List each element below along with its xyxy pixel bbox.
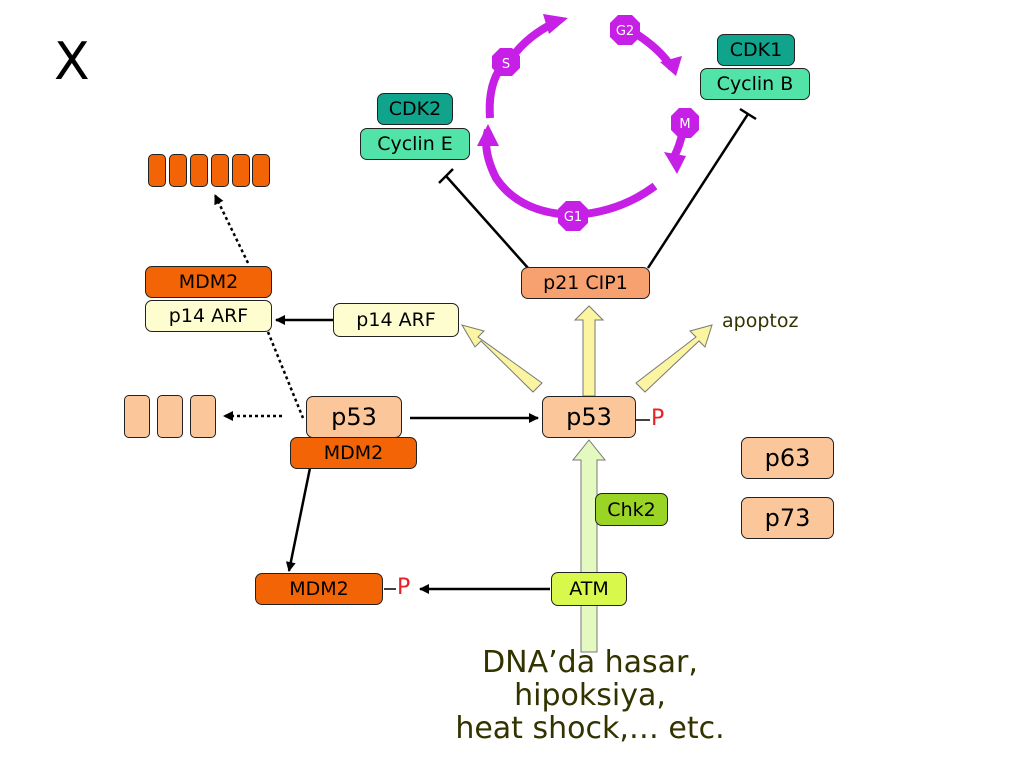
fragment [211,154,229,187]
phase-m-marker: M [671,108,699,138]
arrow-to-p21 [573,305,605,397]
chk2-box: Chk2 [595,493,668,526]
dna-damage-text: DNA’da hasar, hipoksiya, heat shock,… et… [390,646,790,745]
mdm2-bottom-box: MDM2 [255,573,383,605]
arrow-to-p14arf [460,324,543,393]
p21-cip1-box: p21 CIP1 [521,267,650,299]
dotted-arrow-to-fragments-top [213,194,250,264]
arrow-from-dna-damage [571,439,607,653]
fragment [232,154,250,187]
fragment [169,154,187,187]
atm-box: ATM [551,572,627,606]
p53-phosphate-label: P [651,406,665,431]
cycle-arrowhead-s-g2 [543,14,568,34]
fragment [252,154,270,187]
inhibit-cyclin-e-line [445,175,529,269]
cycle-arrowhead-g2-m [660,56,682,76]
cyclin-b-box: Cyclin B [700,68,810,100]
arrow-mdm2-to-mdm2p [285,467,312,572]
black-arrows [275,315,550,594]
fragment [190,154,208,187]
p14-arf-box: p14 ARF [333,303,459,337]
cdk1-box: CDK1 [717,34,795,66]
p63-box: p63 [741,437,834,479]
fragment [124,395,150,438]
p14-arf-complex-box: p14 ARF [145,300,272,332]
dna-damage-line-3: heat shock,… etc. [455,711,725,746]
phase-g1-label: G1 [564,210,582,225]
phase-g2-marker: G2 [610,15,640,45]
dotted-arrows [213,194,305,421]
dna-damage-line-1: DNA’da hasar, [482,645,698,680]
cdk2-box: CDK2 [377,93,453,125]
phase-g1-marker: G1 [558,201,588,231]
fragment [190,395,216,438]
p73-box: p73 [741,497,834,539]
slide-title-mark: X [54,32,90,92]
cycle-arc-s-upper [485,70,502,119]
mdm2-top-box: MDM2 [145,266,272,298]
arrow-to-apoptoz [635,324,713,393]
fragment [157,395,183,438]
mdm2-mid-box: MDM2 [290,437,417,469]
cycle-arc-g1-s [482,128,658,220]
mdm2-phosphate-label: P [397,575,411,600]
dotted-line-arf-to-p53 [266,331,305,419]
p53-left-box: p53 [306,396,402,438]
dna-damage-line-2: hipoksiya, [514,678,666,713]
cyclin-e-box: Cyclin E [360,128,470,160]
cycle-arrowhead-m-g1 [664,152,686,174]
phase-s-marker: S [492,48,520,76]
fragment [148,154,166,187]
p53-center-box: p53 [542,396,636,438]
p21-inhibition-lines [438,107,757,269]
inhibit-cyclin-e-bar [438,168,454,184]
inhibit-cyclin-b-line [646,113,750,269]
phase-g2-label: G2 [616,24,634,39]
inhibit-cyclin-b-bar [739,107,757,121]
apoptoz-label: apoptoz [722,310,799,332]
phase-s-label: S [502,57,510,72]
phase-m-label: M [679,117,690,132]
cell-cycle: S G2 M G1 [477,14,699,231]
cycle-arrowhead-g1-s [477,124,499,146]
